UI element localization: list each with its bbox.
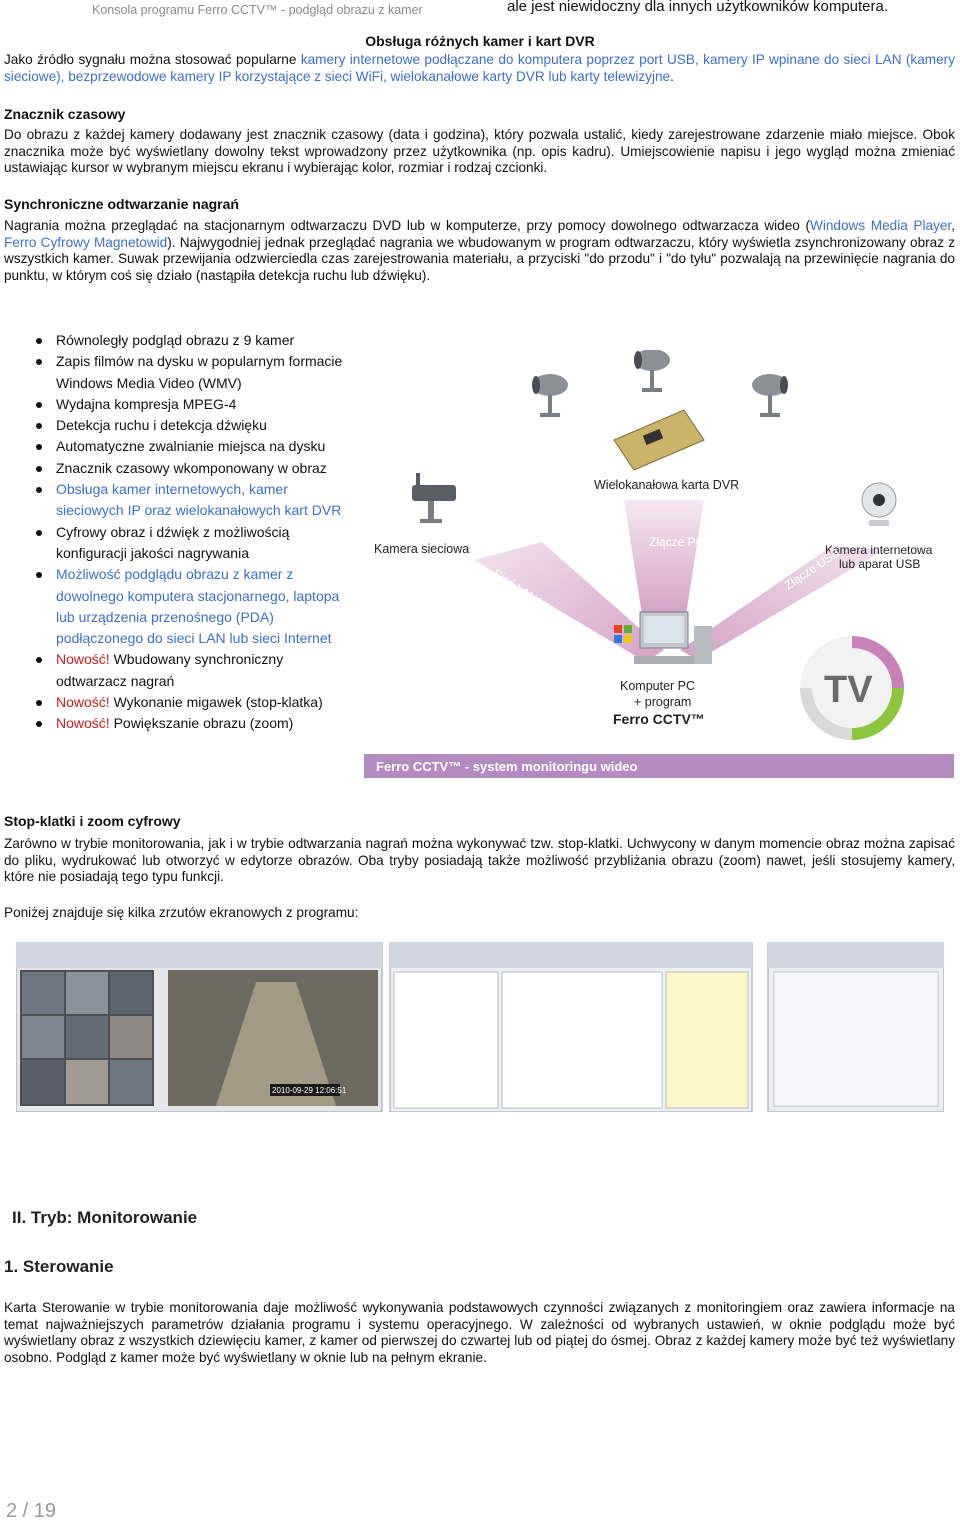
system-diagram: Wielokanałowa karta DVR Kamera sieciowa … — [364, 350, 954, 778]
chapter-heading: II. Tryb: Monitorowanie — [12, 1208, 198, 1227]
list-item: Wydajna kompresja MPEG-4 — [36, 394, 356, 415]
pc-label-3: Ferro CCTV™ — [613, 711, 705, 727]
camera-types-link[interactable]: kamery internetowe podłączane do kompute… — [4, 52, 955, 84]
section-heading: 1. Sterowanie — [4, 1257, 114, 1276]
computer-icon — [634, 611, 712, 664]
screenshot-timestamp: 2010-09-29 12:06:51 — [272, 1086, 347, 1095]
list-item: Nowość! Wykonanie migawek (stop-klatka) — [36, 692, 356, 713]
section-title-timestamp: Znacznik czasowy — [4, 106, 126, 122]
header-continued-text: ale jest niewidoczny dla innych użytkown… — [507, 0, 889, 15]
list-item: Zapis filmów na dysku w popularnym forma… — [36, 351, 356, 394]
feature-link[interactable]: Możliwość podglądu obrazu z kamer z dowo… — [56, 566, 340, 647]
webcam-label-2: lub aparat USB — [839, 557, 920, 571]
new-badge: Nowość! — [56, 694, 110, 711]
usb-beam — [680, 546, 884, 660]
ferro-magnetowid-link[interactable]: Ferro Cyfrowy Magnetowid — [4, 234, 168, 250]
new-badge: Nowość! — [56, 651, 110, 668]
webcam-label-1: Kamera internetowa — [825, 543, 933, 557]
camera-icon — [634, 350, 670, 392]
section-text-cameras: Jako źródło sygnału można stosować popul… — [4, 52, 955, 84]
pc-label-1: Komputer PC — [620, 679, 695, 693]
list-item: Równoległy podgląd obrazu z 9 kamer — [36, 330, 356, 351]
windows-logo-icon — [614, 625, 632, 643]
list-item: Znacznik czasowy wkomponowany w obraz — [36, 458, 356, 479]
list-item: Nowość! Powiększanie obrazu (zoom) — [36, 713, 356, 734]
screenshot-events — [389, 942, 753, 1112]
tv-label: TV — [824, 669, 873, 711]
section-text-playback: Nagrania można przeglądać na stacjonarny… — [4, 218, 955, 283]
section-text-control: Karta Sterowanie w trybie monitorowania … — [4, 1300, 955, 1365]
feature-link[interactable]: Obsługa kamer internetowych, kamer sieci… — [56, 481, 342, 519]
pci-label: Złącze PCI — [649, 535, 708, 549]
section-text-timestamp: Do obrazu z każdej kamery dodawany jest … — [4, 127, 955, 175]
network-camera-label: Kamera sieciowa — [374, 542, 469, 556]
screenshot-settings — [767, 942, 944, 1112]
pc-label-2: + program — [634, 695, 691, 709]
feature-list: Równoległy podgląd obrazu z 9 kamer Zapi… — [36, 330, 356, 735]
header-title: Konsola programu Ferro CCTV™ - podgląd o… — [92, 3, 423, 17]
list-item: Detekcja ruchu i detekcja dźwięku — [36, 415, 356, 436]
section-text-snapshots: Zarówno w trybie monitorowania, jak i w … — [4, 836, 955, 884]
screenshot-strip: 2010-09-29 12:06:51 — [16, 942, 944, 1112]
screenshots-intro: Poniżej znajduje się kilka zrzutów ekran… — [4, 905, 359, 920]
page-number: 2 / 19 — [6, 1500, 57, 1522]
pci-beam — [624, 500, 704, 640]
camera-icon — [532, 374, 568, 417]
network-camera-icon — [412, 473, 456, 523]
section-title-playback: Synchroniczne odtwarzanie nagrań — [4, 196, 239, 212]
list-item: Możliwość podglądu obrazu z kamer z dowo… — [36, 564, 356, 649]
webcam-icon — [861, 482, 897, 526]
camera-icon — [752, 374, 788, 417]
dvr-card-label: Wielokanałowa karta DVR — [594, 478, 739, 492]
wmp-link[interactable]: Windows Media Player — [810, 218, 952, 233]
diagram-caption: Ferro CCTV™ - system monitoringu wideo — [376, 759, 638, 774]
list-item: Nowość! Wbudowany synchroniczny odtwarza… — [36, 649, 356, 692]
section-title-cameras: Obsługa różnych kamer i kart DVR — [365, 33, 595, 49]
screenshot-monitoring: 2010-09-29 12:06:51 — [16, 942, 383, 1112]
tv-logo: TV — [800, 636, 904, 740]
list-item: Automatyczne zwalnianie miejsca na dysku — [36, 436, 356, 457]
new-badge: Nowość! — [56, 715, 110, 732]
list-item: Obsługa kamer internetowych, kamer sieci… — [36, 479, 356, 522]
section-title-snapshots: Stop-klatki i zoom cyfrowy — [4, 813, 181, 829]
dvr-card-icon — [613, 409, 705, 471]
list-item: Cyfrowy obraz i dźwięk z możliwością kon… — [36, 522, 356, 565]
caption-bar — [364, 754, 954, 778]
